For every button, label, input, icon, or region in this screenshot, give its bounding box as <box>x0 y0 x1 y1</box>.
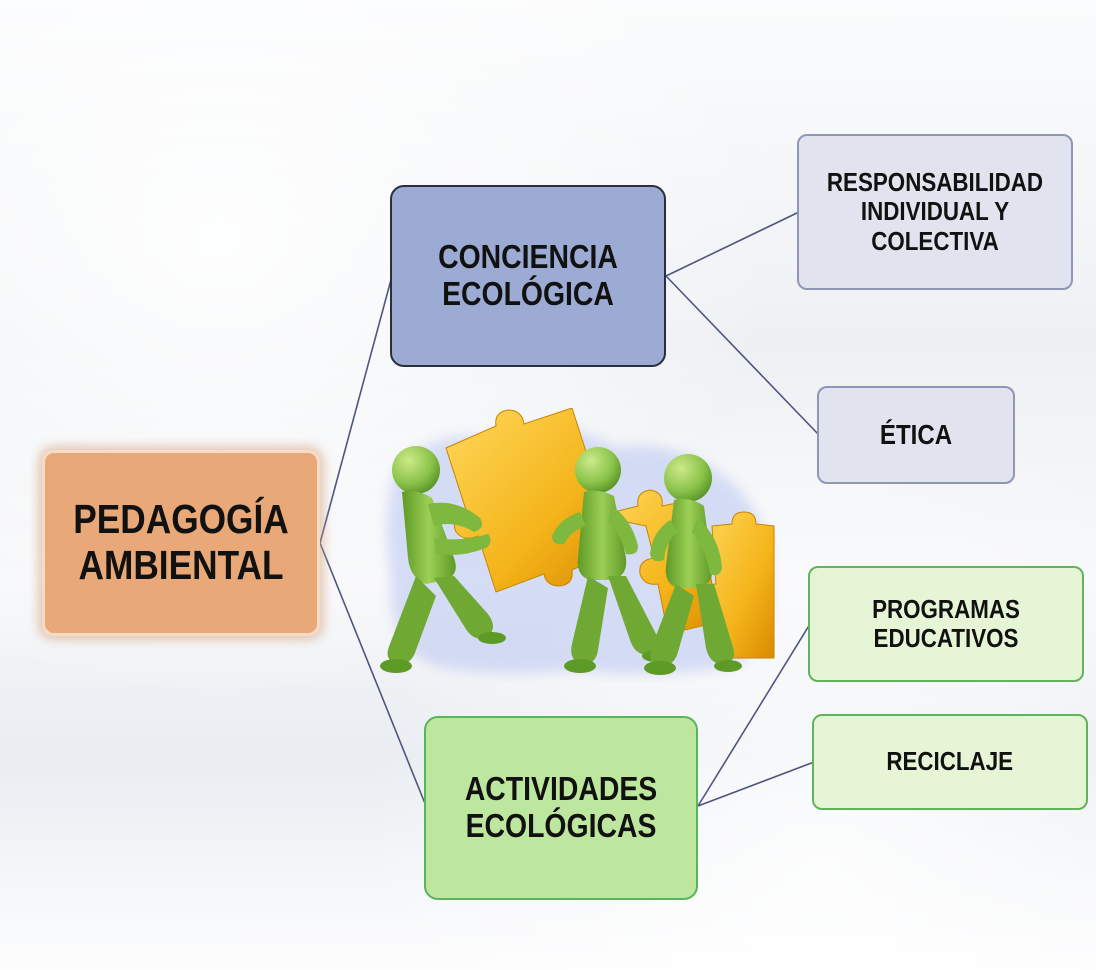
edge-actividades-to-programas <box>697 623 811 807</box>
root-node-label: PEDAGOGÍA AMBIENTAL <box>73 496 289 588</box>
branch-node-actividades-ecologicas: ACTIVIDADES ECOLÓGICAS <box>424 716 698 900</box>
edge-actividades-to-reciclaje <box>697 761 815 807</box>
leaf-node-label: RECICLAJE <box>886 746 1014 777</box>
branch-node-conciencia-ecologica: CONCIENCIA ECOLÓGICA <box>390 185 666 367</box>
leaf-node-label: ÉTICA <box>879 419 953 451</box>
edge-root-to-conciencia <box>319 275 393 544</box>
figure-3 <box>644 454 742 675</box>
leaf-node-etica: ÉTICA <box>817 386 1015 484</box>
figure-1 <box>380 446 506 673</box>
leaf-node-label: RESPONSABILIDAD INDIVIDUAL Y COLECTIVA <box>826 167 1044 256</box>
root-node-pedagogia-ambiental: PEDAGOGÍA AMBIENTAL <box>42 450 320 636</box>
leaf-node-reciclaje: RECICLAJE <box>812 714 1088 810</box>
figure-2 <box>552 447 670 673</box>
edge-conciencia-to-etica <box>665 275 820 436</box>
branch-node-label: ACTIVIDADES ECOLÓGICAS <box>464 770 658 844</box>
leaf-node-label: PROGRAMAS EDUCATIVOS <box>872 593 1020 653</box>
edge-conciencia-to-responsabilidad <box>665 211 800 277</box>
branch-node-label: CONCIENCIA ECOLÓGICA <box>438 238 618 312</box>
leaf-node-programas-educativos: PROGRAMAS EDUCATIVOS <box>808 566 1084 682</box>
edge-root-to-actividades <box>319 542 427 807</box>
leaf-node-responsabilidad: RESPONSABILIDAD INDIVIDUAL Y COLECTIVA <box>797 134 1073 290</box>
people-carrying-puzzle-pieces-icon <box>380 408 775 675</box>
